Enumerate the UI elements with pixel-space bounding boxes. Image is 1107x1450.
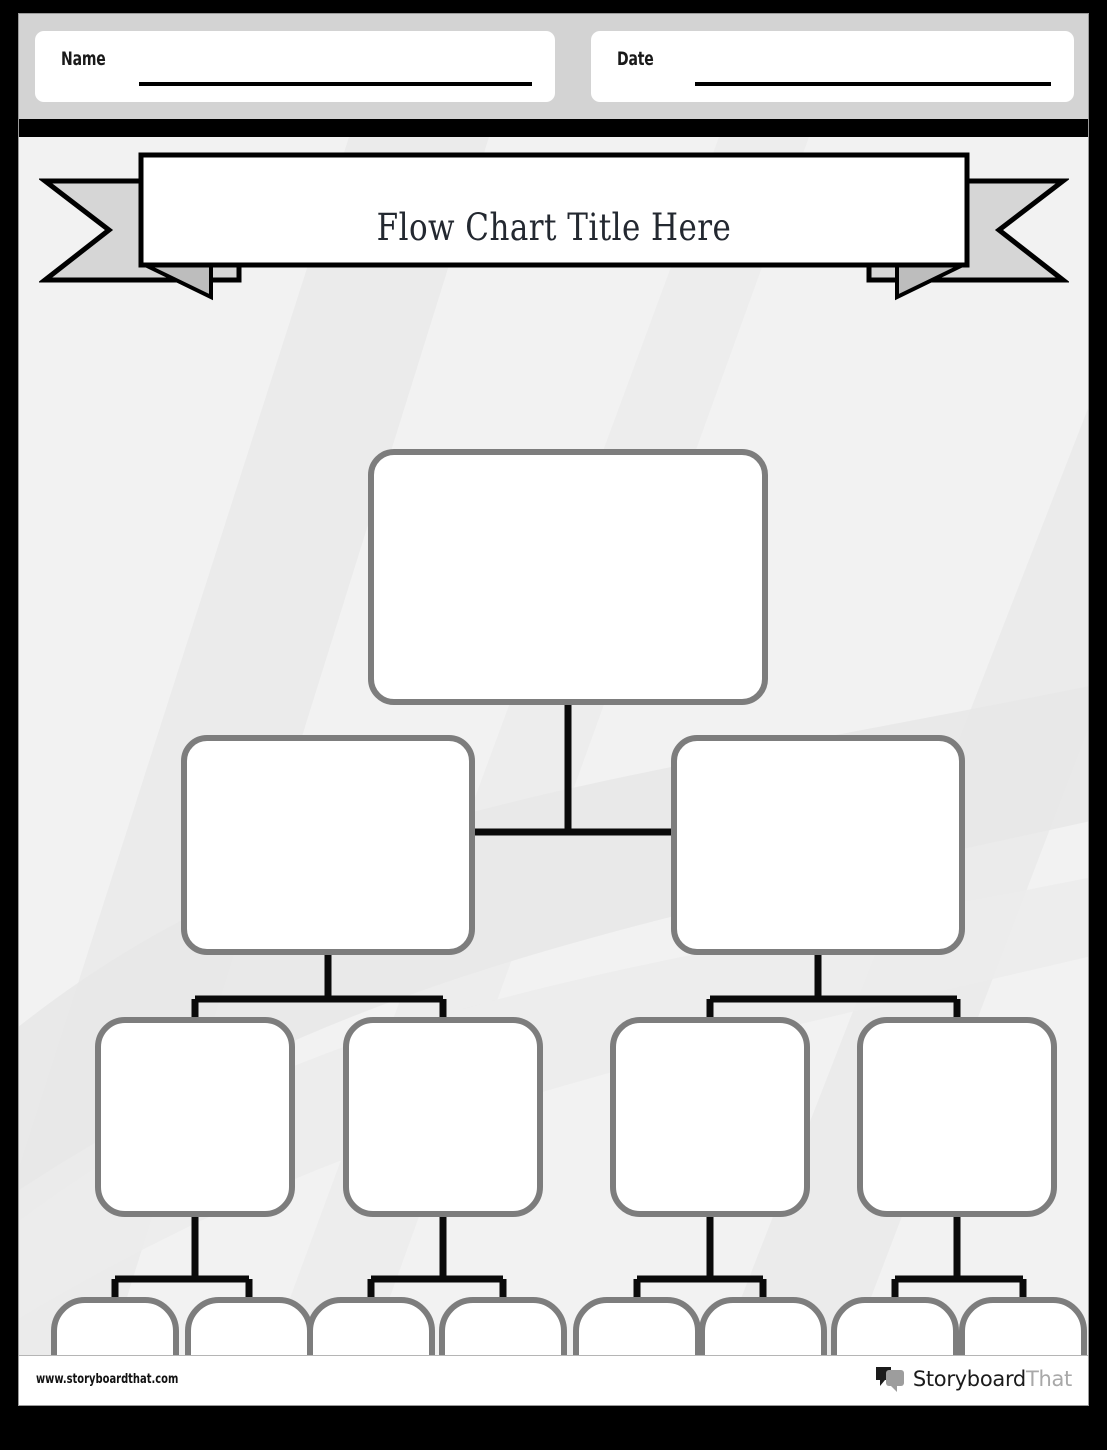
date-label: Date [617,48,654,70]
flow-chart [19,137,1088,1355]
ribbon-shape [39,152,1069,301]
flow-node-branch-left[interactable] [181,735,475,955]
flow-node-level3-3[interactable] [610,1017,810,1217]
title-ribbon: Flow Chart Title Here [39,149,1069,304]
date-field-box[interactable]: Date [591,31,1074,102]
worksheet-sheet: Name Date [18,13,1089,1406]
flow-node-level4-2[interactable] [185,1297,313,1355]
name-write-line[interactable] [139,82,532,86]
flow-node-level4-5[interactable] [573,1297,701,1355]
flow-chart-title: Flow Chart Title Here [376,205,732,249]
header-band: Name Date [19,14,1088,119]
flow-node-level3-1[interactable] [95,1017,295,1217]
flow-node-root[interactable] [368,449,768,705]
logo-wordmark: StoryboardThat [913,1367,1072,1391]
footer-website-url[interactable]: www.storyboardthat.com [36,1372,179,1387]
footer: www.storyboardthat.com StoryboardThat [19,1355,1088,1405]
flow-node-level4-3[interactable] [307,1297,435,1355]
flow-node-branch-right[interactable] [671,735,965,955]
date-write-line[interactable] [695,82,1051,86]
logo-word-storyboard: Storyboard [912,1367,1026,1391]
flow-node-level4-7[interactable] [831,1297,959,1355]
ribbon-center-panel [138,152,970,268]
flow-node-level4-4[interactable] [439,1297,567,1355]
speech-bubble-icon [875,1366,906,1393]
flow-node-level4-6[interactable] [699,1297,827,1355]
storyboardthat-logo[interactable]: StoryboardThat [875,1364,1072,1394]
name-field-box[interactable]: Name [35,31,555,102]
flow-node-level3-4[interactable] [857,1017,1057,1217]
flow-node-level3-2[interactable] [343,1017,543,1217]
flow-node-level4-1[interactable] [51,1297,179,1355]
worksheet-body: Flow Chart Title Here [19,137,1088,1355]
logo-word-that: That [1025,1367,1072,1391]
flow-node-level4-8[interactable] [959,1297,1087,1355]
name-label: Name [61,48,106,70]
header-divider-bar [19,119,1088,137]
